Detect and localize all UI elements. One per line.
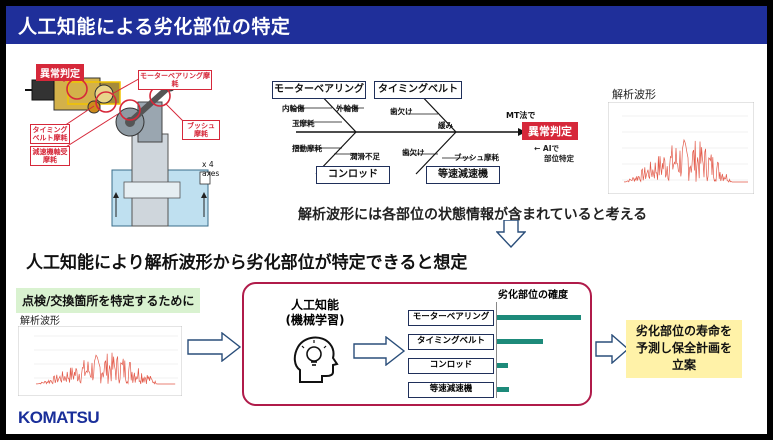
right-arrow-icon-1 bbox=[187, 332, 242, 362]
cause-poor-lubrication: 潤滑不足 bbox=[350, 152, 380, 161]
right-arrow-icon-3 bbox=[595, 334, 630, 364]
fishbone-box-timing-belt: タイミングベルト bbox=[374, 81, 462, 99]
probability-chart: モーターベアリング タイミングベルト コンロッド 等速減速機 bbox=[408, 302, 588, 398]
bar-reducer bbox=[497, 387, 509, 392]
cause-loose: 緩み bbox=[438, 121, 453, 130]
probability-axis bbox=[496, 302, 497, 398]
statement-1: 解析波形には各部位の状態情報が含まれていると考える bbox=[298, 207, 648, 223]
ai-title: 人工知能 (機械学習) bbox=[278, 298, 352, 328]
mt-method-label: MT法で bbox=[506, 111, 536, 120]
fishbone-abnormal-label: 異常判定 bbox=[522, 122, 578, 140]
cause-ball-wear: 玉摩耗 bbox=[292, 119, 315, 128]
green-label: 点検/交換箇所を特定するために bbox=[16, 288, 201, 313]
cause-outer-race: 外輪傷 bbox=[336, 104, 359, 113]
part-label-motor-bearing: モーターベアリング bbox=[408, 310, 494, 326]
cause-sliding-wear: 摺動摩耗 bbox=[292, 144, 322, 153]
callout-bushing: ブッシュ摩耗 bbox=[182, 120, 220, 140]
cause-chipped-tooth-1: 歯欠け bbox=[390, 107, 413, 116]
callout-motor-bearing: モーターベアリング摩耗 bbox=[138, 70, 212, 90]
result-line-2: 予測し保全計画を bbox=[635, 341, 732, 355]
axes-label: axes bbox=[202, 169, 220, 178]
callout-timing-belt: タイミングベルト摩耗 bbox=[30, 124, 70, 144]
result-box: 劣化部位の寿命を 予測し保全計画を 立案 bbox=[626, 320, 742, 378]
waveform-top-label: 解析波形 bbox=[612, 88, 656, 101]
result-line-3: 立案 bbox=[671, 358, 696, 372]
part-label-reducer: 等速減速機 bbox=[408, 382, 494, 398]
fishbone-box-reducer: 等速減速機 bbox=[426, 166, 500, 184]
slide: 人工知能による劣化部位の特定 bbox=[6, 6, 767, 434]
waveform-bottom-label: 解析波形 bbox=[20, 316, 60, 327]
bar-conrod bbox=[497, 363, 508, 368]
down-arrow-icon bbox=[496, 220, 526, 248]
callout-reducer-bearing: 減速機軸受摩耗 bbox=[30, 146, 70, 166]
ai-note-line-1: ← AIで bbox=[534, 144, 559, 153]
waveform-chart-bottom bbox=[18, 326, 182, 396]
ai-title-line-2: (機械学習) bbox=[285, 313, 345, 327]
bar-motor-bearing bbox=[497, 315, 581, 320]
ai-title-line-1: 人工知能 bbox=[290, 298, 339, 312]
statement-2: 人工知能により解析波形から劣化部位が特定できると想定 bbox=[26, 253, 468, 273]
cause-inner-race: 内輪傷 bbox=[282, 104, 305, 113]
waveform-chart-top bbox=[608, 102, 754, 194]
fishbone-box-motor-bearing: モーターベアリング bbox=[272, 81, 366, 99]
komatsu-logo: KOMATSU bbox=[18, 408, 100, 427]
machine-illustration bbox=[25, 74, 211, 227]
fishbone-box-conrod: コンロッド bbox=[316, 166, 390, 184]
part-label-timing-belt: タイミングベルト bbox=[408, 334, 494, 350]
cause-chipped-tooth-2: 歯欠け bbox=[402, 148, 425, 157]
right-arrow-icon-2 bbox=[353, 336, 406, 366]
machine-abnormal-label: 異常判定 bbox=[36, 64, 84, 81]
page-title: 人工知能による劣化部位の特定 bbox=[18, 16, 291, 38]
probability-title: 劣化部位の確度 bbox=[498, 290, 568, 301]
title-bar: 人工知能による劣化部位の特定 bbox=[6, 6, 767, 44]
ai-note-line-2: 部位特定 bbox=[544, 154, 574, 163]
bar-timing-belt bbox=[497, 339, 543, 344]
cause-bushing-wear: ブッシュ摩耗 bbox=[454, 153, 499, 162]
result-line-1: 劣化部位の寿命を bbox=[635, 324, 732, 338]
part-label-conrod: コンロッド bbox=[408, 358, 494, 374]
ai-head-lightbulb-icon bbox=[293, 336, 339, 383]
multiplier-label: x 4 bbox=[202, 160, 214, 169]
